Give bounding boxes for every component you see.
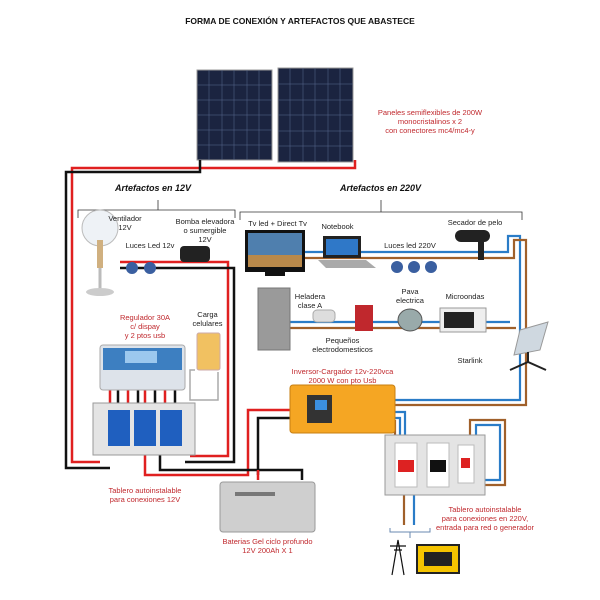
starlink-label: Starlink xyxy=(457,356,483,365)
regulator-label: Regulador 30A c/ dispay y 2 ptos usb xyxy=(119,313,171,340)
small-appliances-label: Pequeños electrodomesticos xyxy=(312,336,373,354)
solar-regulator xyxy=(99,344,186,391)
power-grid-icon xyxy=(390,539,406,576)
inverter-label: Inversor-Cargador 12v-220vca 2000 W con … xyxy=(291,367,394,385)
section-12v-title: Artefactos en 12V xyxy=(115,183,192,193)
pump-label: Bomba elevadora o sumergible 12V xyxy=(175,217,235,244)
tv-icon xyxy=(245,230,305,276)
battery-label: Baterias Gel ciclo profundo 12V 200Ah X … xyxy=(222,537,313,555)
notebook-icon xyxy=(318,236,376,268)
blender-icon xyxy=(355,305,373,331)
breaker-board-220v xyxy=(384,434,486,496)
mixer-icon xyxy=(312,309,336,323)
leds-12v-label: Luces Led 12v xyxy=(125,241,175,250)
panels-label: Paneles semiflexibles de 200W monocrista… xyxy=(377,108,483,135)
hair-dryer-icon xyxy=(455,230,490,260)
generator-icon xyxy=(416,544,460,574)
dryer-label: Secador de pelo xyxy=(447,218,503,227)
solar-panel-2 xyxy=(277,67,354,163)
fridge-icon xyxy=(257,287,291,351)
board-220v-label: Tablero autoinstalable para conexiones e… xyxy=(436,505,534,532)
pump-icon xyxy=(180,246,210,262)
microwave-icon xyxy=(439,307,487,333)
solar-panel-1 xyxy=(196,69,273,161)
board-12v-label: Tablero autoinstalable para conexiones 1… xyxy=(108,486,182,504)
battery xyxy=(219,481,316,533)
microwave-label: Microondas xyxy=(445,292,485,301)
kettle-icon xyxy=(397,308,423,332)
leds-220v-label: Luces led 220V xyxy=(384,241,436,250)
tv-label: Tv led + Direct Tv xyxy=(248,219,307,228)
inverter-charger xyxy=(289,384,396,434)
bracket-12v xyxy=(77,200,236,218)
phone-icon xyxy=(196,332,221,371)
led-bulbs-220v-icon xyxy=(391,261,437,273)
starlink-icon xyxy=(509,321,549,371)
bracket-220v xyxy=(239,200,523,220)
dc-wires xyxy=(64,160,357,480)
section-220v-title: Artefactos en 220V xyxy=(340,183,422,193)
fan-icon xyxy=(81,209,119,296)
notebook-label: Notebook xyxy=(321,222,354,231)
fan-label: Ventilador 12V xyxy=(108,214,142,232)
fridge-label: Heladera clase A xyxy=(294,292,326,310)
led-bulbs-12v-icon xyxy=(126,262,156,274)
kettle-label: Pava electrica xyxy=(396,287,424,305)
breaker-board-12v xyxy=(92,402,196,456)
charger-label: Carga celulares xyxy=(192,310,223,328)
page-title: FORMA DE CONEXIÓN Y ARTEFACTOS QUE ABAST… xyxy=(185,16,415,26)
